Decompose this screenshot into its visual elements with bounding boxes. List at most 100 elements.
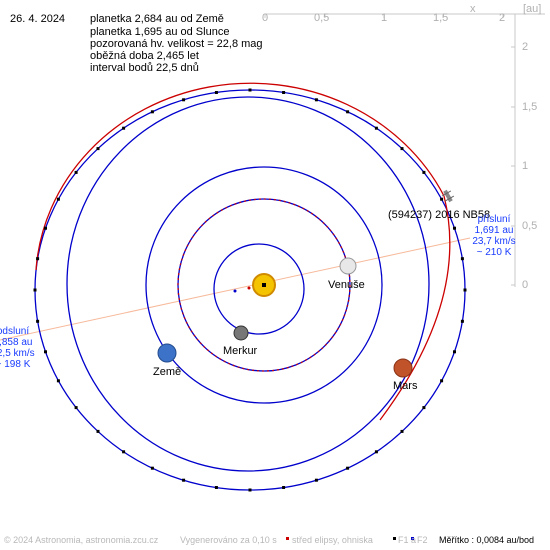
mars-orbit [66, 96, 430, 472]
footer-generated: Vygenerováno za 0,10 s [180, 535, 277, 545]
asteroid-marker [441, 189, 455, 203]
asteroid-orbit-point [346, 466, 350, 470]
venus-orbit-back [177, 198, 351, 372]
y-tick-1-5: 1,5 [522, 101, 538, 113]
asteroid-orbit-point [33, 288, 37, 292]
aphelion-note-clip: odsluní 1,858 au 22,5 km/s ~ 198 K [0, 326, 40, 372]
mercury-label: Merkur [223, 345, 258, 357]
asteroid-orbit-point [122, 126, 126, 130]
venus-label: Venuše [328, 279, 365, 291]
asteroid-orbit-point [440, 379, 444, 383]
venus-planet [339, 257, 357, 275]
aphelion-speed: 22,5 km/s [0, 348, 35, 359]
focus-f2 [233, 289, 237, 293]
mars-planet [393, 358, 413, 378]
footer-legend-f1: F1 a [398, 535, 417, 545]
asteroid-orbit-point [422, 406, 426, 410]
asteroid-orbit-point [96, 429, 100, 433]
asteroid-orbit-upper [35, 82, 445, 271]
info-line-magnitude: pozorovaná hv. velikost = 22,8 mag [90, 38, 263, 50]
asteroid-orbit-point [314, 98, 318, 102]
y-tick-1: 1 [522, 160, 529, 172]
asteroid-orbit-point [74, 406, 78, 410]
legend-f2-mark [411, 537, 414, 540]
earth-planet [157, 343, 177, 363]
date-label: 26. 4. 2024 [10, 13, 66, 25]
info-line-period: oběžná doba 2,465 let [90, 50, 199, 62]
footer-copyright: © 2024 Astronomia, astronomia.zcu.cz [4, 535, 159, 545]
y-tick-0-5: 0,5 [522, 220, 538, 232]
asteroid-orbit-point [56, 197, 60, 201]
aphelion-note: odsluní 1,858 au 22,5 km/s ~ 198 K [0, 326, 40, 370]
asteroid-orbit-point [463, 288, 467, 292]
asteroid-orbit-point [422, 170, 426, 174]
asteroid-orbit-point [150, 466, 154, 470]
perihelion-title: přísluní [477, 214, 511, 225]
mercury-orbit [213, 243, 305, 335]
footer-scale: Měřítko : 0,0084 au/bod [439, 535, 535, 545]
footer-legend-f2: F2 [417, 535, 428, 545]
y-axis-label: [au] [523, 3, 542, 15]
aphelion-distance: 1,858 au [0, 337, 33, 348]
asteroid-orbit-point [36, 257, 40, 261]
asteroid-orbit-point [182, 98, 186, 102]
asteroid-orbit-point [314, 478, 318, 482]
asteroid-orbit-points [33, 88, 467, 492]
asteroid-orbit-point [460, 319, 464, 323]
earth-orbit [145, 166, 383, 404]
asteroid-orbit-point [440, 197, 444, 201]
perihelion-distance: 1,691 au [474, 225, 514, 236]
asteroid-orbit-point [248, 88, 252, 92]
asteroid-orbit-point [182, 478, 186, 482]
y-axis-ticks [511, 46, 515, 286]
x-tick-2: 1 [381, 12, 388, 24]
aphelion-title: odsluní [0, 326, 30, 337]
asteroid-name: (594237) 2016 NB58 [388, 209, 491, 221]
asteroid-orbit-point [122, 450, 126, 454]
asteroid-orbit-point [374, 126, 378, 130]
asteroid-orbit-point [400, 147, 404, 151]
perihelion-note: přísluní 1,691 au 23,7 km/s ~ 210 K [470, 214, 518, 258]
y-tick-2: 2 [522, 41, 529, 53]
asteroid-orbit-point [400, 429, 404, 433]
asteroid-orbit-point [374, 450, 378, 454]
asteroid-orbit-inner-arc [379, 195, 451, 421]
asteroid-orbit-point [248, 488, 252, 492]
asteroid-orbit-point [282, 486, 286, 489]
asteroid-orbit-point [453, 226, 456, 230]
x-tick-3: 1,5 [433, 12, 449, 24]
info-line-distance-sun: planetka 1,695 au od Slunce [90, 26, 230, 38]
aphelion-temperature: ~ 198 K [0, 359, 31, 370]
asteroid-orbit-point [150, 110, 154, 114]
asteroid-orbit-point [453, 350, 456, 354]
asteroid-orbit-point [460, 257, 464, 261]
mercury-planet [233, 325, 249, 341]
x-axis-ticks [264, 14, 504, 18]
mars-label: Mars [393, 380, 418, 392]
x-tick-0: 0 [262, 12, 269, 24]
earth-label: Země [153, 366, 182, 378]
sun-focus-marker [262, 283, 266, 287]
asteroid-orbit-point [36, 319, 40, 323]
asteroid-orbit-point [214, 486, 218, 489]
x-tick-4: 2 [499, 12, 506, 24]
asteroid-orbit-point [346, 110, 350, 114]
info-line-interval: interval bodů 22,5 dnů [90, 62, 199, 74]
ellipse-center [247, 286, 251, 290]
asteroid-orbit-point [56, 379, 60, 383]
asteroid-orbit-point [96, 147, 100, 151]
asteroid-orbit-point [44, 350, 47, 354]
asteroid-orbit-point [74, 170, 78, 174]
info-line-distance-earth: planetka 2,684 au od Země [90, 13, 224, 25]
y-tick-0: 0 [522, 279, 529, 291]
x-axis-label: x [470, 3, 476, 15]
perihelion-speed: 23,7 km/s [472, 236, 516, 247]
asteroid-orbit-point [44, 226, 47, 230]
asteroid-orbit-point [214, 91, 218, 94]
x-tick-1: 0,5 [314, 12, 330, 24]
legend-center-mark [286, 537, 289, 540]
footer-legend-center: střed elipsy, ohniska [292, 535, 373, 545]
asteroid-orbit-point [282, 91, 286, 94]
